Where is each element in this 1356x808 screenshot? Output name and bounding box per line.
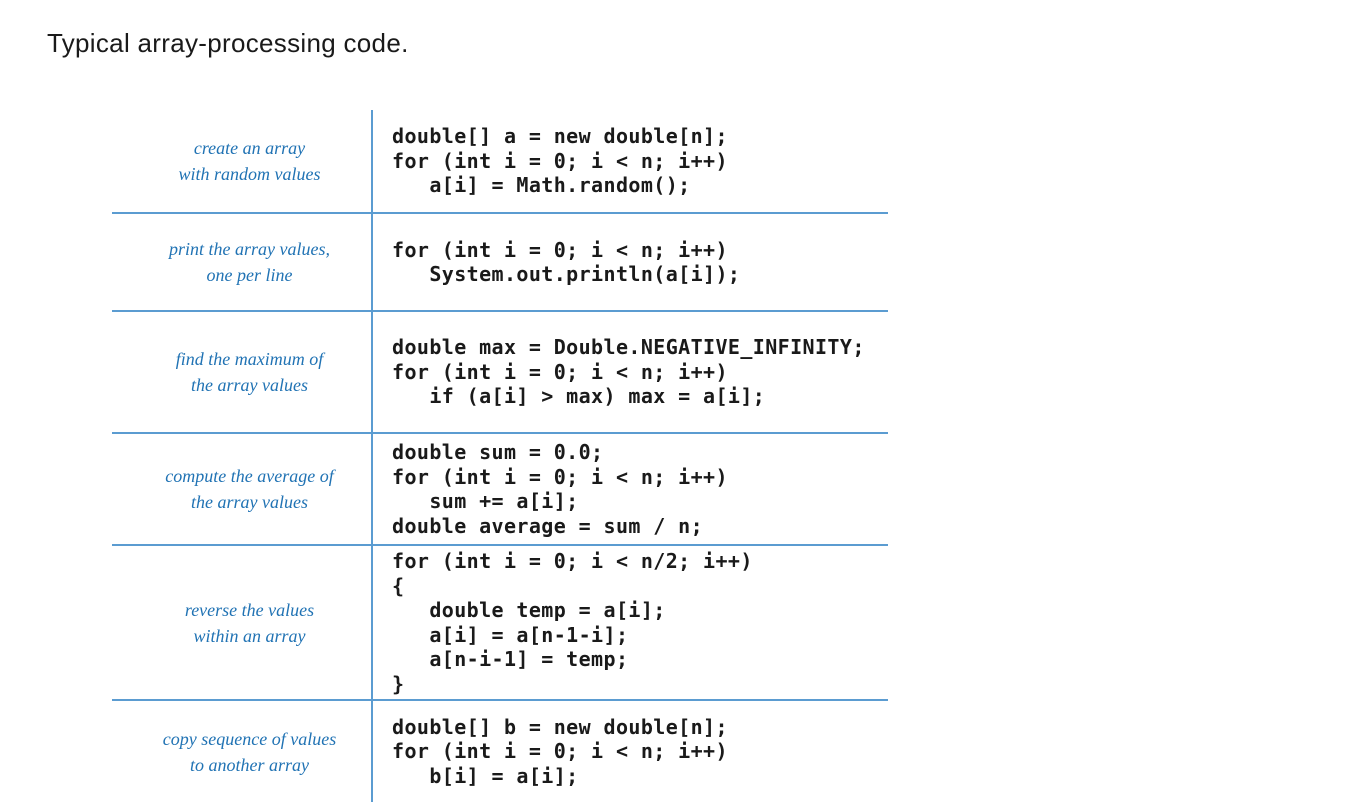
row-code-cell: for (int i = 0; i < n; i++) System.out.p… <box>371 214 888 310</box>
row-label-copy-sequence: copy sequence of values to another array <box>162 728 337 775</box>
row-code-cell: double sum = 0.0; for (int i = 0; i < n;… <box>371 434 888 544</box>
table-row: create an array with random values doubl… <box>112 110 888 214</box>
code-block: double[] b = new double[n]; for (int i =… <box>392 714 728 788</box>
row-code-cell: double[] a = new double[n]; for (int i =… <box>371 110 888 212</box>
code-block: double max = Double.NEGATIVE_INFINITY; f… <box>392 335 865 409</box>
table-row: find the maximum of the array values dou… <box>112 312 888 434</box>
table-row: compute the average of the array values … <box>112 434 888 546</box>
row-code-cell: double max = Double.NEGATIVE_INFINITY; f… <box>371 312 888 432</box>
row-label-reverse-values: reverse the values within an array <box>184 599 315 646</box>
code-block: for (int i = 0; i < n/2; i++) { double t… <box>392 549 753 696</box>
row-label-compute-average: compute the average of the array values <box>165 466 334 512</box>
code-block: double sum = 0.0; for (int i = 0; i < n;… <box>392 440 728 538</box>
table-row: print the array values, one per line for… <box>112 214 888 312</box>
table-row: copy sequence of values to another array… <box>112 701 888 802</box>
row-label-print-values: print the array values, one per line <box>169 239 330 285</box>
row-label-find-maximum: find the maximum of the array values <box>175 349 324 395</box>
code-block: double[] a = new double[n]; for (int i =… <box>392 124 728 198</box>
row-code-cell: for (int i = 0; i < n/2; i++) { double t… <box>371 546 888 699</box>
table-row: reverse the values within an array for (… <box>112 546 888 701</box>
row-label-create-array: create an array with random values <box>178 138 321 184</box>
code-block: for (int i = 0; i < n; i++) System.out.p… <box>392 237 741 287</box>
row-code-cell: double[] b = new double[n]; for (int i =… <box>371 701 888 802</box>
array-processing-table: create an array with random values doubl… <box>112 110 888 802</box>
page-title: Typical array-processing code. <box>47 28 409 58</box>
